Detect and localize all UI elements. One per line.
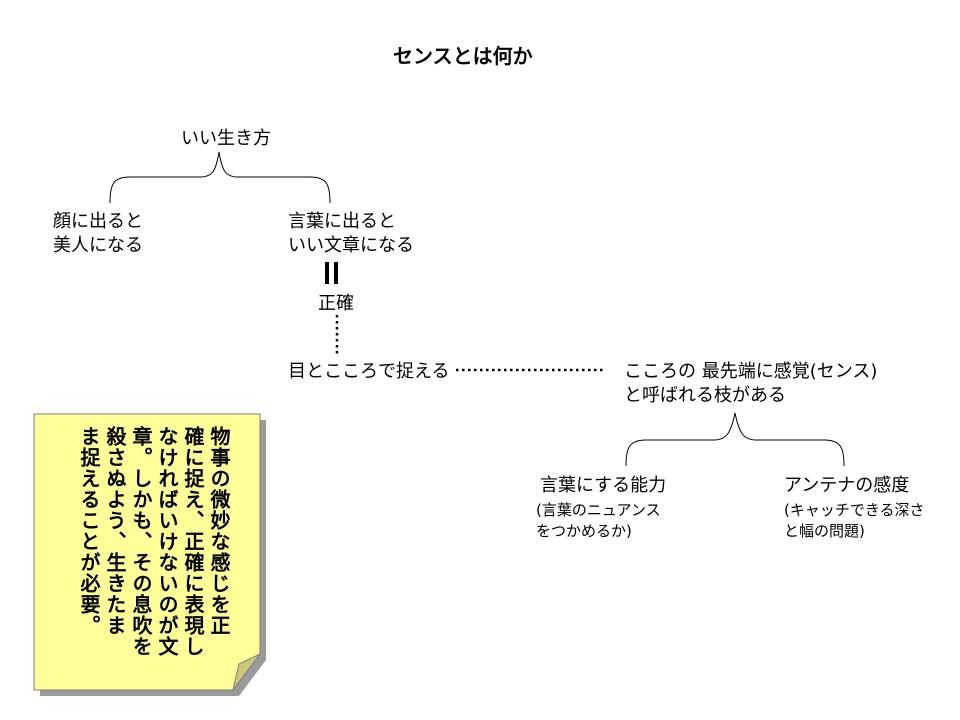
note-line: 章。しかも、その息吹を (129, 426, 153, 657)
antenna-detail-line: と幅の問題) (784, 522, 865, 540)
antenna-title: アンテナの感度 (784, 475, 910, 496)
ability-detail-line: (言葉のニュアンス (536, 501, 661, 519)
capture-node: 目とこころで捉える (288, 361, 450, 382)
note-line: 物事の微妙な感じを正 (207, 426, 231, 636)
ability-detail: (言葉のニュアンス をつかめるか) (536, 500, 661, 542)
words-node: 言葉に出ると いい文章になる (288, 210, 414, 258)
ability-title: 言葉にする能力 (540, 475, 667, 496)
note-line: なければいけないのが文 (155, 426, 179, 657)
accurate-node: 正確 (318, 293, 354, 314)
face-node: 顔に出ると 美人になる (53, 210, 143, 258)
words-line: 言葉に出ると (288, 211, 396, 232)
sticky-note-fold (232, 653, 261, 691)
lower-brace (625, 412, 845, 467)
note-line: ま捉えることが必要。 (77, 426, 101, 636)
sense-node: こころの 最先端に感覚(センス) と呼ばれる枝がある (624, 360, 877, 408)
antenna-detail: (キャッチできる深さ と幅の問題) (784, 500, 925, 542)
note-line: 確に捉え、正確に表現し (181, 426, 205, 657)
upper-brace (109, 151, 331, 204)
face-line: 顔に出ると (53, 211, 143, 232)
words-line: いい文章になる (288, 235, 414, 256)
sense-line: こころの 最先端に感覚(センス) (624, 361, 878, 382)
equals-sign (325, 262, 339, 284)
ability-detail-line: をつかめるか) (536, 522, 632, 540)
page-title: センスとは何か (393, 44, 533, 68)
sticky-note-text: 物事の微妙な感じを正 確に捉え、正確に表現し なければいけないのが文 章。しかも… (56, 426, 232, 676)
sense-line: と呼ばれる枝がある (624, 385, 786, 406)
note-line: 殺さぬよう、生きたま (103, 426, 127, 636)
root-node: いい生き方 (181, 128, 271, 149)
antenna-detail-line: (キャッチできる深さ (784, 501, 925, 519)
face-line: 美人になる (53, 235, 143, 256)
